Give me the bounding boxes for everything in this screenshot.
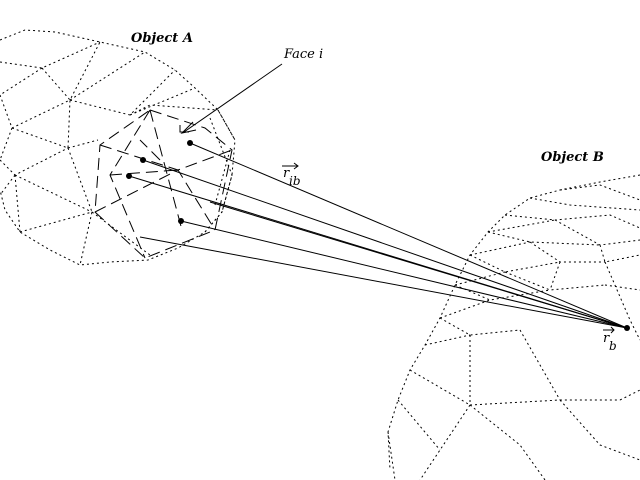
point-r-b	[624, 325, 630, 331]
object-a-wireframe	[0, 29, 236, 266]
ray-lines	[128, 142, 628, 329]
face-i-arrowhead	[180, 121, 197, 134]
r-b-symbol: r	[603, 331, 610, 346]
object-b-wireframe	[387, 174, 640, 480]
object-b-outline	[387, 174, 640, 471]
sample-points	[126, 140, 630, 331]
ray-1	[189, 142, 628, 329]
face-i-marker	[179, 125, 189, 133]
face-i-arrow-line	[183, 63, 283, 133]
ray-4	[209, 201, 628, 329]
face-i-polygon	[94, 109, 233, 259]
r-ib-symbol: r	[283, 166, 290, 181]
r-b-subscript: b	[609, 339, 617, 353]
face-point-3	[126, 173, 132, 179]
object-a-mesh	[0, 41, 236, 266]
object-b-mesh	[387, 184, 640, 480]
vector-arrows	[282, 162, 615, 334]
face-point-2	[140, 157, 146, 163]
face-point-4	[178, 218, 184, 224]
r-b-vector-head	[610, 326, 615, 334]
object-b-label: Object B	[541, 150, 604, 165]
face-i-pointer	[179, 63, 283, 134]
face-point-1	[187, 140, 193, 146]
ray-6	[139, 236, 628, 329]
object-a-label: Object A	[131, 31, 193, 46]
r-ib-subscript: ib	[289, 174, 301, 188]
face-i-inner-edges	[94, 109, 233, 259]
face-i-label: Face i	[283, 47, 323, 62]
ray-2	[142, 159, 628, 329]
ray-5	[180, 220, 628, 329]
face-i-outline	[94, 109, 233, 259]
r-ib-vector-head	[293, 162, 299, 170]
